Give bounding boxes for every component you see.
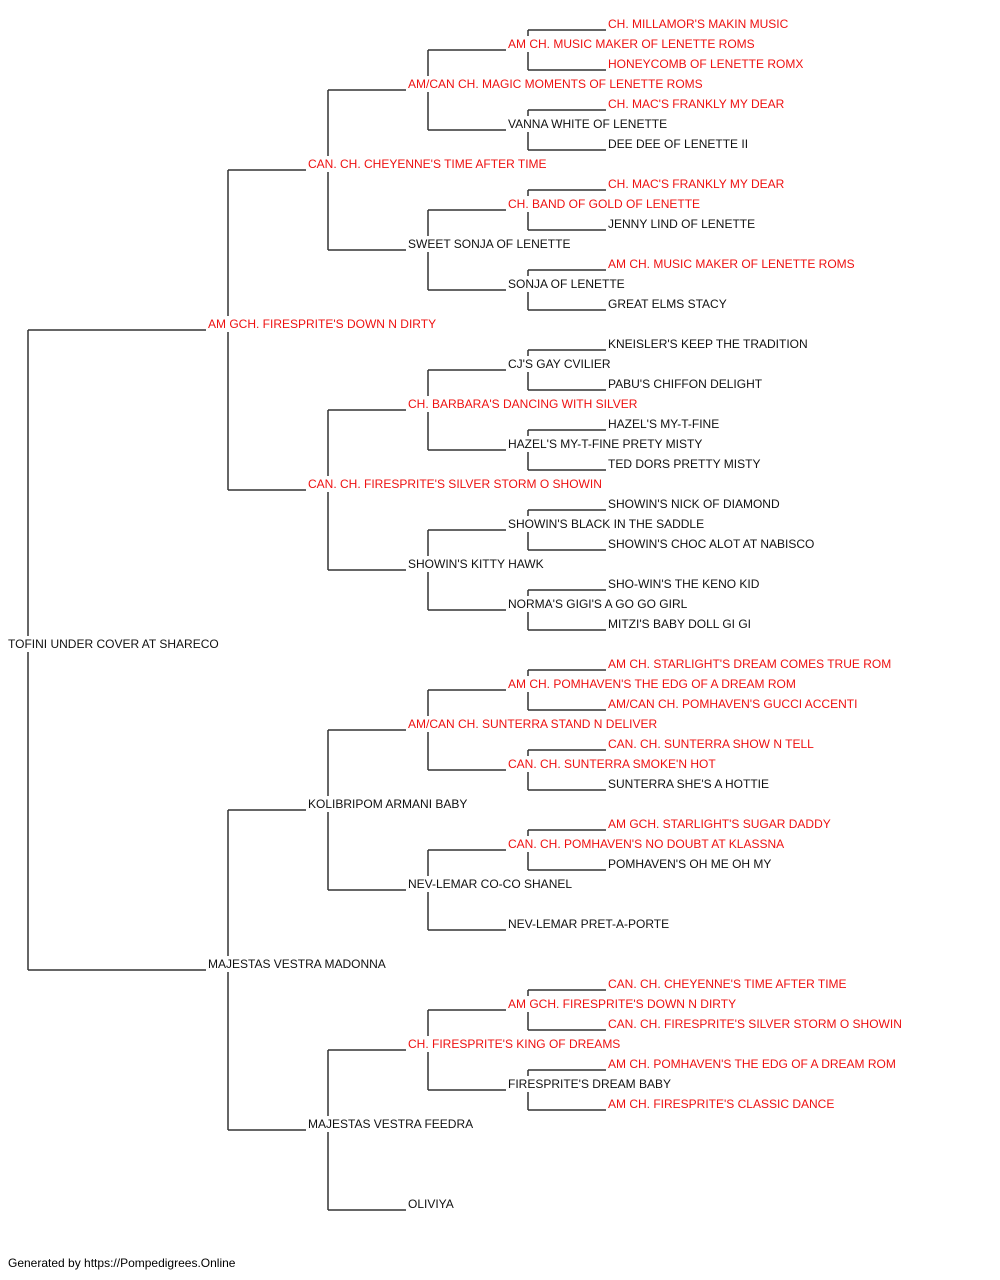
dog-name: NORMA'S GIGI'S A GO GO GIRL xyxy=(508,597,688,611)
dog-name: CAN. CH. FIRESPRITE'S SILVER STORM O SHO… xyxy=(308,477,602,491)
dog-name: CH. FIRESPRITE'S KING OF DREAMS xyxy=(408,1037,620,1051)
dog-name: CAN. CH. CHEYENNE'S TIME AFTER TIME xyxy=(308,157,547,171)
dog-name: PABU'S CHIFFON DELIGHT xyxy=(608,377,763,391)
dog-name: CAN. CH. SUNTERRA SMOKE'N HOT xyxy=(508,757,716,771)
dog-name: TED DORS PRETTY MISTY xyxy=(608,457,760,471)
dog-name: OLIVIYA xyxy=(408,1197,454,1211)
dog-name: SHOWIN'S BLACK IN THE SADDLE xyxy=(508,517,704,531)
dog-name: NEV-LEMAR CO-CO SHANEL xyxy=(408,877,572,891)
dog-name: CAN. CH. FIRESPRITE'S SILVER STORM O SHO… xyxy=(608,1017,902,1031)
dog-name: CJ'S GAY CVILIER xyxy=(508,357,611,371)
dog-name: POMHAVEN'S OH ME OH MY xyxy=(608,857,771,871)
dog-name: AM GCH. FIRESPRITE'S DOWN N DIRTY xyxy=(208,317,436,331)
dog-name: KNEISLER'S KEEP THE TRADITION xyxy=(608,337,808,351)
dog-name: CH. MAC'S FRANKLY MY DEAR xyxy=(608,177,785,191)
dog-name: SWEET SONJA OF LENETTE xyxy=(408,237,570,251)
dog-name: AM/CAN CH. SUNTERRA STAND N DELIVER xyxy=(408,717,657,731)
dog-name: KOLIBRIPOM ARMANI BABY xyxy=(308,797,467,811)
dog-name: AM/CAN CH. POMHAVEN'S GUCCI ACCENTI xyxy=(608,697,857,711)
dog-name: DEE DEE OF LENETTE II xyxy=(608,137,748,151)
dog-name: NEV-LEMAR PRET-A-PORTE xyxy=(508,917,669,931)
dog-name: AM CH. MUSIC MAKER OF LENETTE ROMS xyxy=(608,257,855,271)
dog-name: AM GCH. FIRESPRITE'S DOWN N DIRTY xyxy=(508,997,736,1011)
dog-name: AM CH. POMHAVEN'S THE EDG OF A DREAM ROM xyxy=(508,677,796,691)
dog-name: AM/CAN CH. MAGIC MOMENTS OF LENETTE ROMS xyxy=(408,77,703,91)
dog-name: AM CH. STARLIGHT'S DREAM COMES TRUE ROM xyxy=(608,657,891,671)
dog-name: CH. BARBARA'S DANCING WITH SILVER xyxy=(408,397,638,411)
dog-name: AM CH. POMHAVEN'S THE EDG OF A DREAM ROM xyxy=(608,1057,896,1071)
dog-name: MAJESTAS VESTRA MADONNA xyxy=(208,957,386,971)
dog-name: TOFINI UNDER COVER AT SHARECO xyxy=(8,637,219,651)
dog-name: AM GCH. STARLIGHT'S SUGAR DADDY xyxy=(608,817,831,831)
dog-name: CAN. CH. CHEYENNE'S TIME AFTER TIME xyxy=(608,977,847,991)
dog-name: AM CH. FIRESPRITE'S CLASSIC DANCE xyxy=(608,1097,834,1111)
dog-name: CH. BAND OF GOLD OF LENETTE xyxy=(508,197,700,211)
dog-name: SHOWIN'S CHOC ALOT AT NABISCO xyxy=(608,537,814,551)
dog-name: GREAT ELMS STACY xyxy=(608,297,727,311)
dog-name: CAN. CH. SUNTERRA SHOW N TELL xyxy=(608,737,814,751)
footer-credit: Generated by https://Pompedigrees.Online xyxy=(8,1256,236,1270)
dog-name: CH. MAC'S FRANKLY MY DEAR xyxy=(608,97,785,111)
dog-name: HAZEL'S MY-T-FINE PRETY MISTY xyxy=(508,437,702,451)
dog-name: CH. MILLAMOR'S MAKIN MUSIC xyxy=(608,17,789,31)
dog-name: AM CH. MUSIC MAKER OF LENETTE ROMS xyxy=(508,37,755,51)
dog-name: VANNA WHITE OF LENETTE xyxy=(508,117,667,131)
dog-name: HAZEL'S MY-T-FINE xyxy=(608,417,719,431)
dog-name: CAN. CH. POMHAVEN'S NO DOUBT AT KLASSNA xyxy=(508,837,784,851)
dog-name: SHOWIN'S KITTY HAWK xyxy=(408,557,544,571)
dog-name: MAJESTAS VESTRA FEEDRA xyxy=(308,1117,473,1131)
dog-name: FIRESPRITE'S DREAM BABY xyxy=(508,1077,671,1091)
dog-name: MITZI'S BABY DOLL GI GI xyxy=(608,617,751,631)
dog-name: SHOWIN'S NICK OF DIAMOND xyxy=(608,497,780,511)
dog-name: HONEYCOMB OF LENETTE ROMX xyxy=(608,57,803,71)
dog-name: JENNY LIND OF LENETTE xyxy=(608,217,755,231)
dog-name: SHO-WIN'S THE KENO KID xyxy=(608,577,760,591)
dog-name: SONJA OF LENETTE xyxy=(508,277,625,291)
dog-name: SUNTERRA SHE'S A HOTTIE xyxy=(608,777,769,791)
